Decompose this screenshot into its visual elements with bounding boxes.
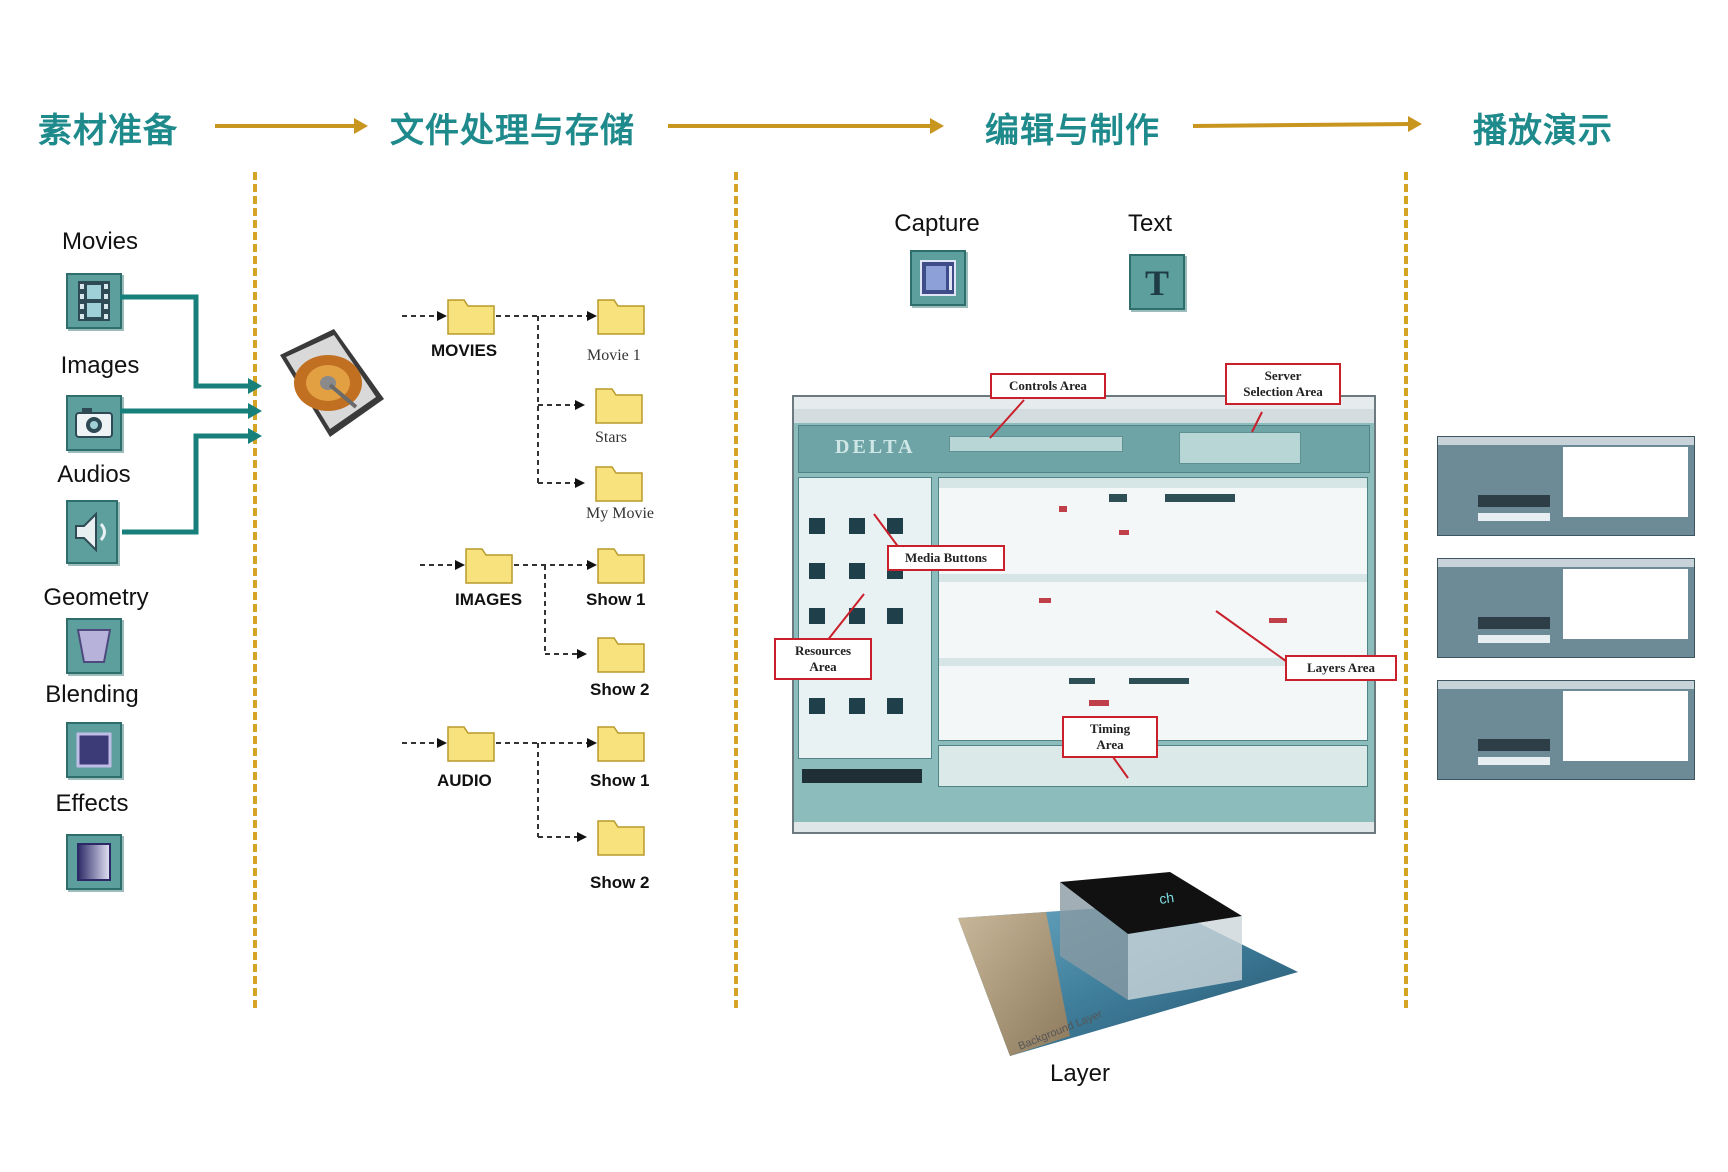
app-header: DELTA — [798, 425, 1370, 473]
callout-resources-area: Resources Area — [774, 638, 872, 680]
app-toolbar — [794, 409, 1374, 423]
tree-root-images: IMAGES — [455, 590, 523, 609]
layer-caption: Layer — [1049, 1060, 1111, 1087]
playback-window-2 — [1437, 558, 1695, 658]
tool-label-capture: Capture — [894, 210, 980, 237]
controls-buttons — [949, 436, 1123, 452]
blending-icon — [66, 722, 122, 778]
transport-controls — [802, 769, 922, 783]
layers-panel — [938, 477, 1368, 741]
folder-icon-show1-aud — [597, 726, 645, 762]
connector-audios — [122, 433, 252, 535]
media-label-effects: Effects — [55, 790, 129, 817]
tree-item-stars: Stars — [595, 429, 627, 446]
media-label-geometry: Geometry — [43, 584, 149, 611]
stage-title-file-storage: 文件处理与存储 — [390, 111, 635, 151]
media-label-audios: Audios — [57, 461, 131, 488]
svg-text:ch: ch — [1158, 889, 1175, 907]
tree-item-show1-images: Show 1 — [586, 590, 646, 609]
hard-disk-icon — [280, 329, 384, 437]
tree-item-mymovie: My Movie — [586, 505, 654, 522]
callout-server-selection: Server Selection Area — [1225, 363, 1341, 405]
callout-server-line2: Selection Area — [1243, 384, 1323, 399]
geometry-icon — [66, 618, 122, 674]
playback-window-3 — [1437, 680, 1695, 780]
app-statusbar — [794, 822, 1374, 832]
media-label-blending: Blending — [45, 681, 139, 708]
divider-3 — [1404, 172, 1408, 1008]
layer-illustration: ch Background Layer — [958, 872, 1298, 1056]
tree-item-show1-audio: Show 1 — [590, 771, 650, 790]
media-label-images: Images — [60, 352, 140, 379]
effects-icon — [66, 834, 122, 890]
arrow-3 — [1192, 122, 1411, 128]
connector-movies — [120, 294, 252, 389]
callout-resources-line1: Resources — [794, 643, 852, 658]
media-label-movies: Movies — [61, 228, 139, 255]
callout-controls-area: Controls Area — [990, 373, 1106, 399]
callout-layers-area: Layers Area — [1285, 655, 1397, 681]
tree-item-show2-audio: Show 2 — [590, 873, 650, 892]
arrow-1-head — [354, 118, 368, 134]
callout-media-buttons: Media Buttons — [887, 545, 1005, 571]
speaker-icon — [66, 500, 118, 564]
folder-icon-movies — [447, 299, 495, 335]
folder-icon-stars — [595, 388, 643, 424]
resources-panel — [798, 477, 932, 759]
folder-icon-audio — [447, 726, 495, 762]
tree-root-movies: MOVIES — [431, 341, 498, 360]
tree-item-movie1: Movie 1 — [587, 347, 641, 364]
stage-title-material-prep: 素材准备 — [38, 111, 178, 151]
arrow-2-head — [930, 118, 944, 134]
folder-icon-show2-aud — [597, 820, 645, 856]
folder-icon-images — [465, 548, 513, 584]
folder-icon-mymovie — [595, 466, 643, 502]
capture-icon — [910, 250, 966, 306]
callout-timing-line1: Timing — [1089, 721, 1131, 736]
callout-layers-text: Layers Area — [1307, 660, 1375, 675]
film-icon — [66, 273, 122, 329]
callout-controls-text: Controls Area — [1009, 378, 1087, 393]
tree-root-audio: AUDIO — [437, 771, 492, 790]
callout-server-line1: Server — [1264, 368, 1302, 383]
upper-layer-block — [1060, 872, 1242, 934]
app-brand: DELTA — [835, 436, 916, 458]
stage-title-editing: 编辑与制作 — [985, 111, 1160, 151]
playback-window-1 — [1437, 436, 1695, 536]
folder-icon-movie1 — [597, 299, 645, 335]
tool-label-text: Text — [1127, 210, 1172, 237]
folder-icon-show2-img — [597, 637, 645, 673]
stage-title-playback: 播放演示 — [1473, 111, 1613, 151]
divider-2 — [734, 172, 738, 1008]
callout-media-text: Media Buttons — [905, 550, 987, 565]
folder-icon-show1-img — [597, 548, 645, 584]
svg-text:T: T — [1145, 263, 1169, 303]
arrow-3-head — [1408, 116, 1422, 132]
camera-icon — [66, 395, 122, 451]
tree-item-show2-images: Show 2 — [590, 680, 650, 699]
server-selection-fields — [1179, 432, 1301, 464]
callout-timing-area: Timing Area — [1062, 716, 1158, 758]
text-tool-icon: T — [1129, 254, 1185, 310]
callout-timing-line2: Area — [1096, 737, 1124, 752]
divider-1 — [253, 172, 257, 1008]
callout-resources-line2: Area — [809, 659, 837, 674]
